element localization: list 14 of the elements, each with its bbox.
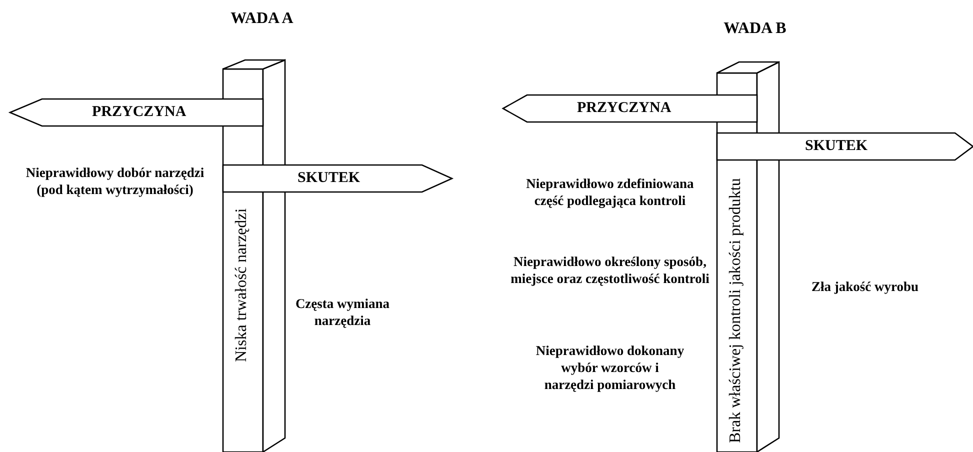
heading: WADA B [722, 20, 788, 37]
note-text: Częsta wymiana narzędzia [294, 295, 391, 329]
sign-label: SKUTEK [805, 137, 868, 156]
note-text: Nieprawidłowo określony sposób, miejsce oraz częstotliwość kontroli [510, 253, 710, 287]
post-label: Brak właściwej kontroli jakości produktu [727, 177, 745, 446]
note-text: Nieprawidłowo zdefiniowana część podlegająca kontroli [525, 175, 695, 209]
heading: WADA A [230, 10, 294, 27]
note-text: Nieprawidłowo dokonany wybór wzorców i narzędzi pomiarowych [535, 342, 685, 393]
post-label: Niska trwałość narzędzi [233, 207, 251, 364]
note-text: Zła jakość wyrobu [810, 278, 920, 295]
sign-label: SKUTEK [298, 169, 360, 188]
sign-label: PRZYCZYNA [577, 99, 672, 118]
note-text: Nieprawidłowy dobór narzędzi (pod kątem wytrzymałości) [24, 164, 206, 198]
sign-label: PRZYCZYNA [92, 103, 186, 122]
